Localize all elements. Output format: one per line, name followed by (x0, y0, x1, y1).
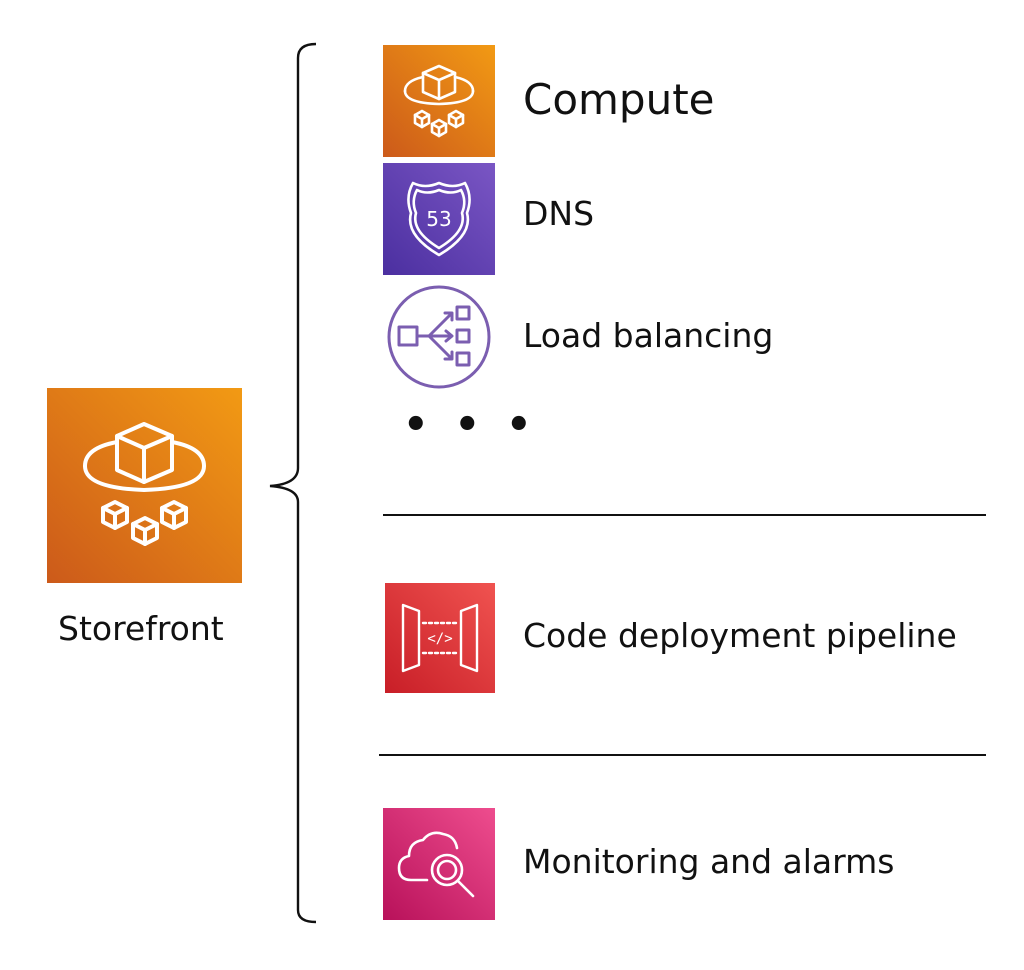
dns-label: DNS (523, 194, 595, 233)
load-balancing-tile (383, 281, 495, 393)
load-balancing-label: Load balancing (523, 316, 774, 355)
load-balancer-icon (387, 285, 491, 389)
compute-cubes-icon (383, 45, 495, 157)
more-services-ellipsis: • • • (403, 402, 538, 448)
code-pipeline-label: Code deployment pipeline (523, 616, 957, 655)
code-pipeline-tile: </> (385, 583, 495, 693)
monitoring-label: Monitoring and alarms (523, 842, 895, 881)
dns-tile: 53 (383, 163, 495, 275)
grouping-brace (269, 42, 317, 924)
code-pipeline-icon: </> (385, 583, 495, 693)
cloud-magnifier-icon (383, 808, 495, 920)
storefront-label: Storefront (58, 609, 224, 648)
compute-tile (383, 45, 495, 157)
section-divider-1 (383, 514, 986, 516)
storefront-cubes-icon (47, 388, 242, 583)
compute-label: Compute (523, 75, 715, 124)
monitoring-tile (383, 808, 495, 920)
section-divider-2 (379, 754, 986, 756)
svg-text:</>: </> (427, 631, 452, 647)
route53-shield-icon: 53 (383, 163, 495, 275)
storefront-tile (47, 388, 242, 583)
dns-badge-number: 53 (426, 207, 451, 231)
